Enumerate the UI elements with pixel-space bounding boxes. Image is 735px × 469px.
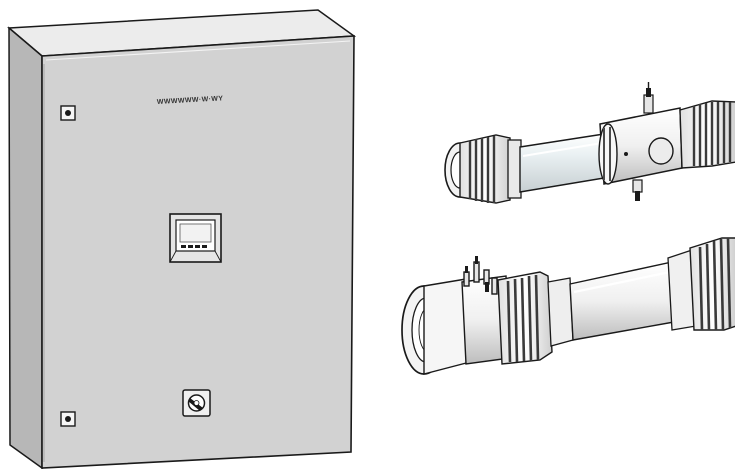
right-fitting <box>667 237 735 331</box>
cabinet-side <box>8 26 43 469</box>
rotary-switch-icon[interactable] <box>182 389 211 417</box>
connector-collar <box>547 277 574 347</box>
right-union-nut <box>679 100 735 169</box>
sensor-assembly-upper <box>444 82 735 204</box>
square-lock-icon[interactable] <box>60 411 76 427</box>
left-fitting <box>401 256 553 375</box>
clear-tube <box>519 133 605 193</box>
sensor-assembly-lower <box>401 237 735 375</box>
cabinet-brand-label: WWWWWW·W·WY <box>157 95 224 106</box>
square-lock-icon[interactable] <box>60 105 76 121</box>
controller-display-icon[interactable] <box>169 213 222 263</box>
inline-sensor-housing-icon <box>598 82 683 201</box>
control-cabinet: WWWWWW·W·WY <box>7 9 357 469</box>
left-union-nut <box>444 134 522 204</box>
